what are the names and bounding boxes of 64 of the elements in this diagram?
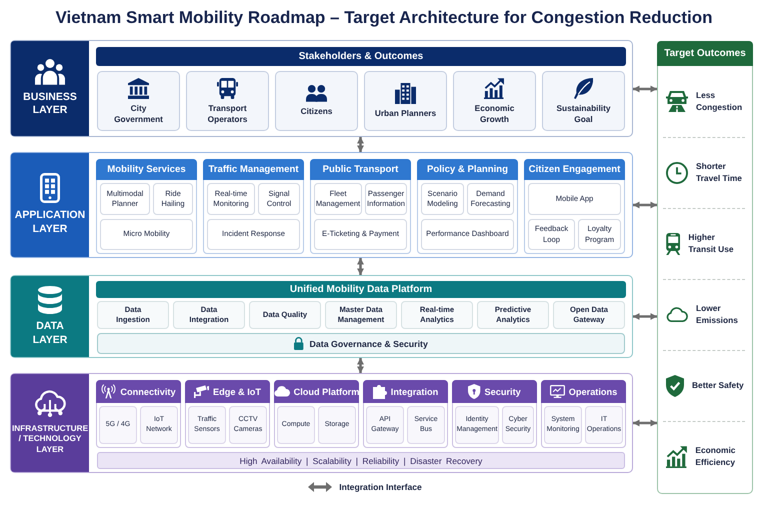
layer-title: APPLICATION LAYER: [14, 209, 86, 237]
service-group: [274, 380, 359, 448]
group-title: Integration: [390, 386, 438, 396]
double-arrow: [632, 202, 658, 208]
card-label: Sustainability Goal: [556, 102, 612, 124]
service-group: [203, 159, 304, 254]
layer-panel: [10, 373, 633, 473]
double-arrow: [357, 258, 364, 276]
group-title: Public Transport: [322, 164, 398, 175]
stakeholder-card: [542, 71, 625, 131]
group-title: Mobility Services: [107, 164, 186, 175]
layer-title: DATA LAYER: [32, 320, 68, 348]
group-title: Operations: [568, 386, 618, 396]
stakeholder-card: [453, 71, 536, 131]
outcome-label: Better Safety: [692, 380, 744, 392]
service-group: [96, 159, 197, 254]
card-label: Citizens: [300, 106, 332, 117]
card-label: Urban Planners: [374, 108, 436, 119]
outcome-label: Less Congestion: [696, 90, 744, 113]
legend-label: Integration Interface: [339, 482, 422, 492]
layer-title: BUSINESS LAYER: [23, 90, 77, 118]
section-header: Stakeholders & Outcomes: [96, 47, 626, 66]
group-title: Policy & Planning: [426, 164, 508, 175]
group-title: Citizen Engagement: [528, 164, 620, 175]
card-label: Economic Growth: [474, 102, 516, 124]
panel-header: Target Outcomes: [657, 41, 753, 66]
group-title: Traffic Management: [208, 164, 299, 175]
outcome-label: Lower Emissions: [696, 303, 739, 326]
stakeholder-card: [186, 71, 269, 131]
double-arrow: [632, 420, 658, 426]
group-title: Cloud Platform: [294, 386, 360, 396]
layer-panel: [10, 40, 633, 137]
bar-label: Data Governance & Security: [310, 338, 428, 348]
service-group: [452, 380, 537, 448]
group-title: Edge & IoT: [213, 386, 261, 396]
service-group: [524, 159, 625, 254]
governance-bar: [97, 333, 625, 354]
service-group: [310, 159, 411, 254]
double-arrow: [357, 136, 364, 152]
service-group: [96, 380, 181, 448]
card-label: City Government: [113, 102, 164, 124]
service-group: [541, 380, 626, 448]
service-group: [185, 380, 270, 448]
group-title: Security: [484, 386, 521, 396]
capability-bar: High Availability | Scalability | Reliability | Disaster Recovery: [97, 452, 625, 469]
double-arrow: [632, 313, 658, 320]
layer-panel: [10, 152, 633, 258]
double-arrow: [632, 86, 658, 92]
double-arrow: [357, 358, 364, 374]
stakeholder-card: [97, 71, 180, 131]
outcomes-panel: [657, 41, 753, 494]
service-group: [417, 159, 518, 254]
outcome-label: Higher Transit Use: [688, 232, 735, 255]
stakeholder-card: [275, 71, 358, 131]
stakeholder-card: [364, 71, 447, 131]
outcome-label: Shorter Travel Time: [696, 161, 743, 184]
section-header: Unified Mobility Data Platform: [96, 281, 626, 298]
service-group: [363, 380, 448, 448]
layer-panel: [10, 275, 633, 358]
group-title: Connectivity: [120, 386, 176, 396]
layer-title: INFRASTRUCTURE / TECHNOLOGY LAYER: [12, 424, 88, 456]
outcome-label: Economic Efficiency: [695, 445, 736, 468]
card-label: Transport Operators: [206, 102, 248, 124]
diagram-title: Vietnam Smart Mobility Roadmap – Target Architecture for Congestion Reduction: [54, 8, 714, 28]
